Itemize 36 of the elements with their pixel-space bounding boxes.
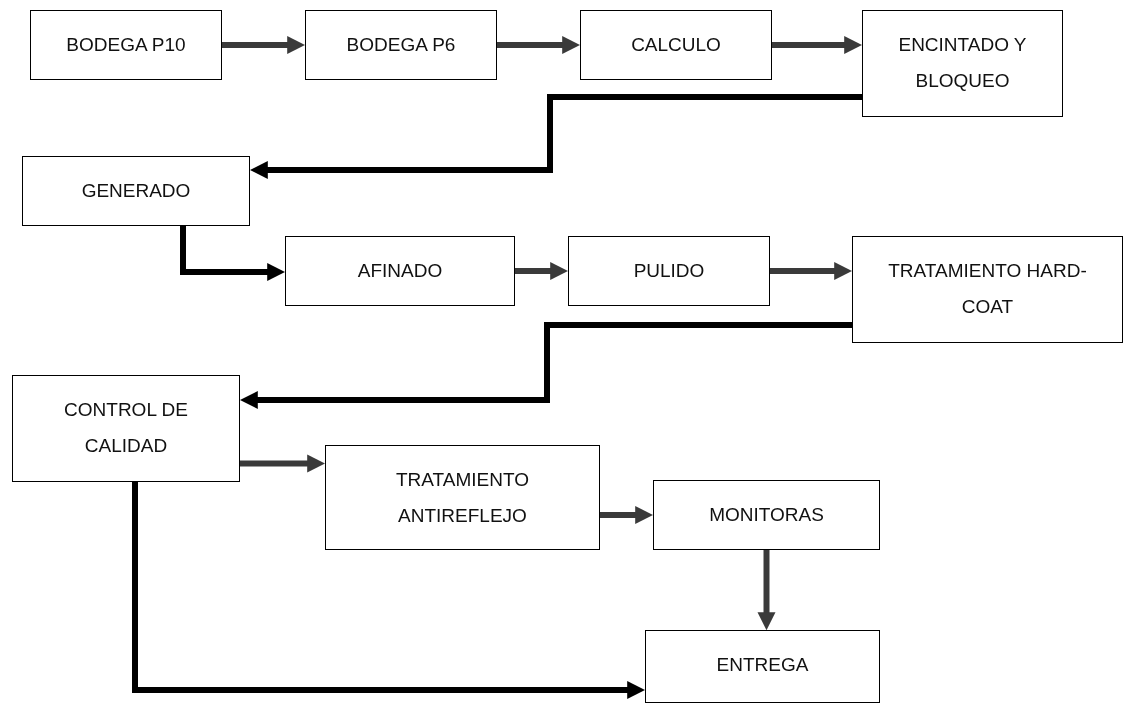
arrow: [515, 262, 569, 280]
process-box: [325, 445, 600, 550]
process-box: [568, 236, 770, 306]
process-box: [12, 375, 240, 482]
process-label: TRATAMIENTO HARD-COAT: [887, 259, 1088, 319]
process-box: [22, 156, 250, 226]
process-label: MONITORAS: [709, 503, 824, 527]
arrow: [240, 454, 326, 473]
process-label: ENCINTADO Y BLOQUEO: [897, 33, 1028, 93]
process-label: BODEGA P6: [346, 33, 456, 57]
process-label: GENERADO: [81, 179, 191, 203]
process-label: TRATAMIENTO ANTIREFLEJO: [395, 468, 530, 528]
process-label: ENTREGA: [716, 653, 809, 677]
process-box: [285, 236, 515, 306]
arrow: [222, 36, 306, 54]
process-label: BODEGA P10: [66, 33, 186, 57]
process-box: [305, 10, 497, 80]
arrow: [239, 322, 852, 409]
arrow: [772, 36, 863, 54]
arrow: [249, 94, 862, 179]
process-label: AFINADO: [357, 259, 443, 283]
arrow: [770, 262, 853, 280]
process-box: [30, 10, 222, 80]
process-box: [852, 236, 1123, 343]
arrow: [757, 550, 776, 631]
arrow: [180, 226, 286, 281]
process-box: [862, 10, 1063, 117]
process-box: [645, 630, 880, 703]
process-box: [580, 10, 772, 80]
arrow: [497, 36, 581, 54]
process-box: [653, 480, 880, 550]
process-label: CALCULO: [631, 33, 721, 57]
process-label: PULIDO: [633, 259, 705, 283]
process-label: CONTROL DE CALIDAD: [63, 398, 189, 458]
arrow: [132, 482, 646, 699]
arrow: [600, 506, 654, 524]
